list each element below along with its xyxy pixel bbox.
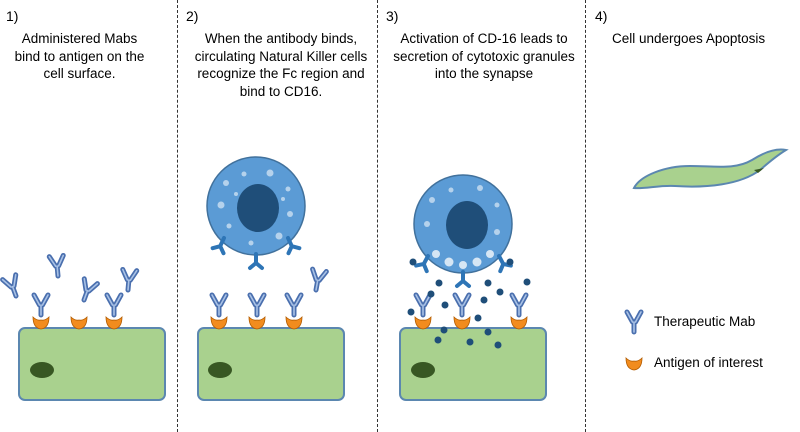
cell-nucleus-3 — [411, 362, 435, 378]
nk-cell-2 — [206, 156, 306, 270]
panel-1-caption: Administered Mabs bind to antigen on the… — [14, 31, 145, 81]
panel-2-number: 2) — [186, 8, 199, 24]
bound-mabs-1 — [34, 295, 121, 315]
legend-antigen-icon — [625, 357, 643, 371]
nk-cell-3 — [413, 174, 512, 288]
legend-mab-label: Therapeutic Mab — [654, 314, 756, 329]
apoptotic-cell — [632, 148, 789, 190]
target-cell-2 — [197, 327, 345, 401]
panel-divider-2 — [377, 0, 378, 432]
apoptotic-nucleus — [754, 168, 764, 173]
legend-mab-icon — [627, 312, 641, 332]
target-cell-3 — [399, 327, 547, 401]
panel-2-illustration — [197, 156, 345, 401]
free-mab-2 — [309, 269, 326, 291]
panel-4-number: 4) — [595, 8, 608, 24]
panel-divider-1 — [177, 0, 178, 432]
panel-3-number: 3) — [386, 8, 399, 24]
legend-antigen-label: Antigen of interest — [654, 355, 763, 370]
panel-1-illustration — [3, 255, 166, 401]
panel-4-caption: Cell undergoes Apoptosis — [612, 31, 766, 46]
panel-1-number: 1) — [6, 8, 19, 24]
bound-mabs-2 — [212, 295, 301, 315]
bound-mabs-3 — [416, 295, 526, 315]
target-cell-1 — [18, 327, 166, 401]
panel-2-caption: When the antibody binds, circulating Nat… — [194, 31, 368, 99]
cell-nucleus-2 — [208, 362, 232, 378]
panel-divider-3 — [585, 0, 586, 432]
panel-3-caption: Activation of CD-16 leads to secretion o… — [393, 31, 575, 81]
panel-4-illustration — [625, 148, 789, 371]
cell-nucleus-1 — [30, 362, 54, 378]
cytotoxic-granules — [407, 258, 531, 349]
free-mabs-1 — [3, 255, 137, 302]
panel-3-illustration — [399, 174, 547, 401]
